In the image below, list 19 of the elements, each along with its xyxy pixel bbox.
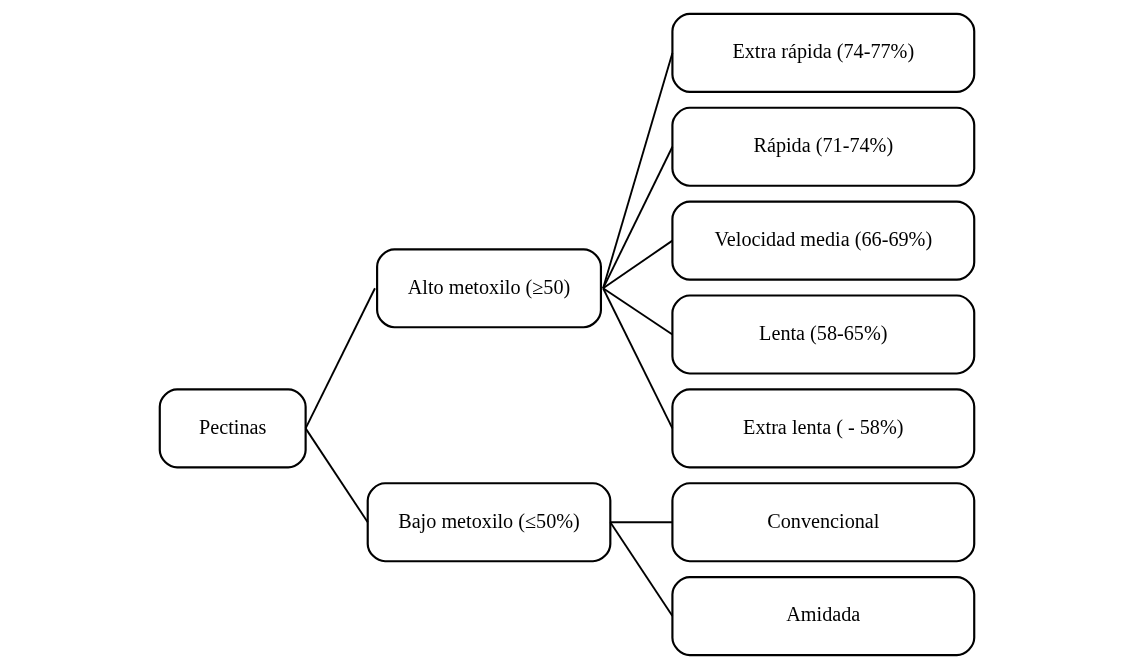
node-box: Pectinas — [158, 388, 307, 469]
connector — [304, 287, 376, 430]
node-box: Alto metoxilo (≥50) — [376, 248, 603, 329]
node-box: Extra rápida (74-77%) — [671, 12, 976, 93]
connector — [602, 287, 674, 336]
node-box: Bajo metoxilo (≤50%) — [366, 482, 612, 563]
node-box: Lenta (58-65%) — [671, 294, 976, 375]
connector — [609, 521, 674, 618]
node-box: Convencional — [671, 482, 976, 563]
node-box: Rápida (71-74%) — [671, 106, 976, 187]
node-box: Amidada — [671, 576, 976, 657]
connector — [609, 521, 674, 524]
connector — [304, 427, 369, 524]
connector — [602, 145, 674, 290]
connector — [602, 287, 674, 430]
node-box: Velocidad media (66-69%) — [671, 200, 976, 281]
connector — [602, 239, 674, 290]
node-box: Extra lenta ( - 58%) — [671, 388, 976, 469]
connector — [602, 51, 674, 290]
